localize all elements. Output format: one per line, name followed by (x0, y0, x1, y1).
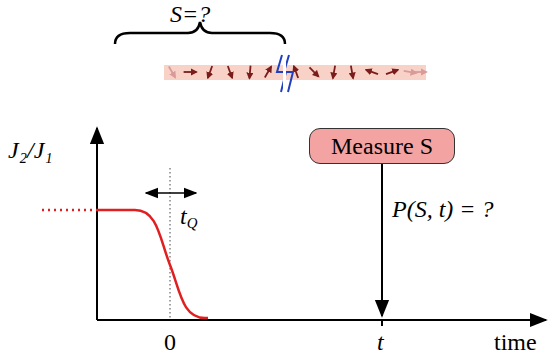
tick-label: 0 (164, 330, 176, 354)
spin-arrow (184, 71, 197, 73)
axis-label: J₂/J₁ (8, 138, 53, 162)
spin-arrow (294, 66, 298, 78)
spin-arrow (366, 70, 378, 74)
spin-arrow (169, 66, 175, 77)
time-axis (97, 319, 546, 321)
probability-label: P(S, t) = ? (392, 197, 494, 221)
spin-arrows (169, 66, 427, 79)
spin-arrow (386, 70, 398, 74)
ramp-extension (42, 209, 97, 212)
spin-arrow (208, 66, 212, 78)
spin-arrow (351, 66, 353, 79)
y-axis (96, 128, 98, 320)
zero-guide (170, 168, 171, 320)
measurement-box: Measure S (309, 128, 455, 164)
spin-arrow (265, 66, 271, 77)
brace-label: S=? (170, 2, 210, 26)
ramp-curve (97, 210, 208, 318)
spin-chain-band (164, 65, 426, 80)
axis-label: time (494, 330, 537, 354)
spin-arrow (414, 71, 427, 73)
spin-arrow (309, 67, 318, 76)
measure-arrow (381, 164, 383, 316)
quench-time-arrow (146, 192, 196, 194)
spin-arrow (228, 66, 232, 78)
chain-break (277, 55, 293, 92)
tick-label: t (377, 330, 384, 354)
tick (381, 320, 383, 326)
spin-arrow (249, 66, 250, 79)
spin-arrow (333, 66, 335, 79)
quench-time-label: tQ (180, 204, 197, 231)
box-text: Measure S (331, 134, 433, 158)
